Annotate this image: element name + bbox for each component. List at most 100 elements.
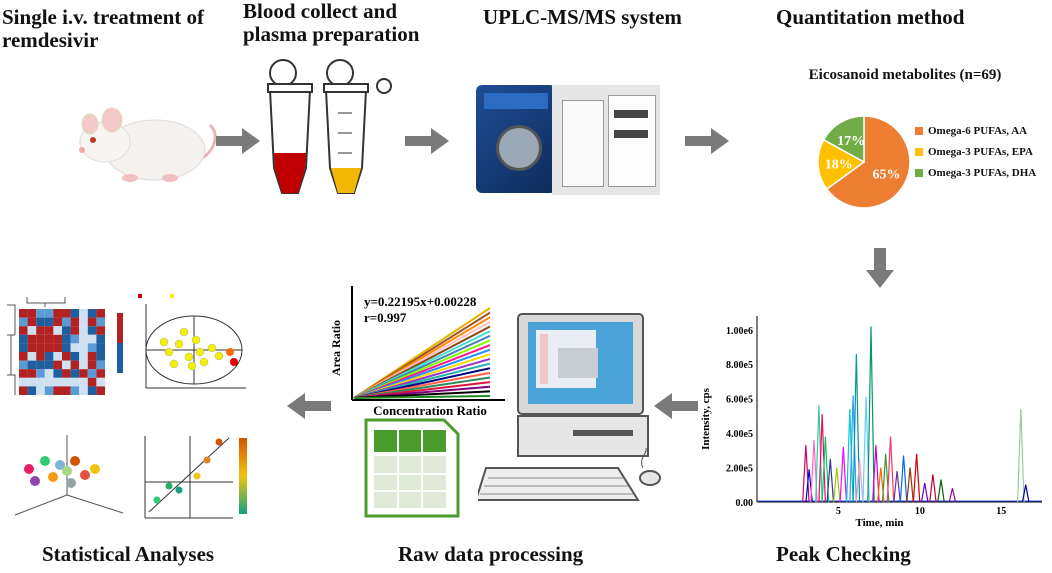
heatmap-cell: [27, 352, 37, 361]
heatmap-cell: [96, 309, 105, 318]
heatmap-cell: [53, 352, 62, 361]
heatmap-cell: [87, 326, 97, 335]
chromatogram-peak: [899, 455, 908, 503]
chromatogram-peak: [818, 414, 826, 503]
heatmap-cell: [27, 309, 37, 318]
heatmap-cell: [70, 309, 80, 318]
heatmap-cell: [79, 309, 88, 318]
heatmap-cell: [19, 343, 28, 352]
heatmap-cell: [87, 343, 97, 352]
heatmap-cell: [62, 343, 71, 352]
heatmap-cell: [96, 352, 105, 361]
chromatogram-peak: [826, 458, 835, 503]
arrow-down-icon: [866, 248, 894, 288]
chromatogram-peak: [855, 458, 864, 503]
heatmap-cell: [36, 343, 45, 352]
pie-label-0: 65%: [873, 167, 901, 182]
heatmap-cell: [19, 334, 28, 344]
heatmap-cell: [53, 386, 62, 395]
heatmap-cell: [62, 360, 71, 370]
heatmap-cell: [96, 317, 105, 327]
heatmap-cell: [70, 386, 80, 395]
step-title-stats: Statistical Analyses: [42, 542, 215, 566]
heatmap-cell: [27, 326, 37, 335]
step-title-raw: Raw data processing: [398, 542, 584, 566]
heatmap-cell: [19, 352, 28, 361]
heatmap-cell: [87, 386, 97, 395]
heatmap-cell: [19, 317, 28, 327]
legend-swatch: [915, 169, 923, 177]
heatmap-cell: [19, 377, 28, 387]
arrow-right-icon: [685, 128, 729, 154]
chromatogram-peak: [920, 482, 929, 503]
pie-slice-0: [825, 115, 911, 209]
chromatogram-peak: [846, 408, 854, 503]
arrow-right-icon: [216, 128, 260, 154]
chromatogram-peak: [886, 436, 895, 503]
heatmap-cell: [70, 317, 80, 327]
y-tick-label: 2.00e5: [726, 464, 753, 475]
heatmap-cell: [87, 309, 97, 318]
heatmap-cell: [44, 334, 54, 344]
heatmap-cell: [62, 377, 71, 387]
legend-label: Omega-3 PUFAs, EPA: [928, 146, 1033, 158]
chromatogram-peak: [852, 353, 861, 503]
heatmap-cell: [87, 352, 97, 361]
chromatogram-peak: [937, 479, 945, 503]
spreadsheet-icon: [364, 418, 460, 518]
chromatogram-peak: [912, 453, 921, 503]
pca-score-plot-thumbnail: [138, 294, 246, 389]
mouse-illustration: [79, 107, 217, 182]
heatmap-cell: [87, 369, 97, 378]
heatmap-cell: [53, 334, 62, 344]
heatmap-cell: [53, 317, 62, 327]
y-tick-label: 6.00e5: [726, 395, 753, 406]
y-tick-label: 0.00: [736, 498, 754, 509]
pie-slice-2: [822, 115, 865, 164]
heatmap-cell: [70, 369, 80, 378]
step-title-uplc: UPLC-MS/MS system: [483, 5, 682, 29]
heatmap-cell: [27, 343, 37, 352]
heatmap-cell: [19, 369, 28, 378]
heatmap-cell: [36, 326, 45, 335]
heatmap-cell: [44, 377, 54, 387]
3d-pca-thumbnail: [14, 435, 124, 516]
regression-plot-thumbnail: [144, 436, 247, 519]
x-tick-label: 15: [996, 506, 1006, 517]
mass-spectrometer-image: [476, 85, 556, 193]
chromatogram-peak: [849, 395, 857, 503]
heatmap-cell: [53, 326, 62, 335]
calibration-xlabel: Concentration Ratio: [373, 403, 487, 418]
heatmap-cell: [79, 360, 88, 370]
heatmap-cell: [79, 317, 88, 327]
pie-label-2: 17%: [837, 134, 865, 149]
heatmap-cell: [53, 377, 62, 387]
y-tick-label: 8.00e5: [726, 360, 753, 371]
heatmap-cell: [27, 360, 37, 370]
y-tick-label: 1.00e6: [726, 326, 753, 337]
heatmap-cell: [27, 377, 37, 387]
heatmap-cell: [44, 343, 54, 352]
heatmap-cell: [53, 369, 62, 378]
chromatogram-peak: [893, 470, 901, 503]
tubes-illustration: [267, 59, 392, 194]
heatmap-cell: [79, 334, 88, 344]
x-axis-label: Time, min: [855, 517, 903, 529]
heatmap-cell: [79, 352, 88, 361]
heatmap-cell: [87, 334, 97, 344]
heatmap-cell: [62, 326, 71, 335]
chromatogram-peak: [948, 488, 957, 503]
heatmap-cell: [96, 377, 105, 387]
chromatogram-peak: [821, 436, 830, 503]
heatmap-cell: [79, 369, 88, 378]
heatmap-cell: [36, 334, 45, 344]
chromatogram-peak: [833, 467, 841, 503]
arrow-left-icon: [654, 393, 698, 419]
legend-swatch: [915, 127, 923, 135]
step-title-blood: Blood collect and plasma preparation: [243, 0, 420, 46]
heatmap-cell: [44, 369, 54, 378]
heatmap-cell: [96, 386, 105, 395]
heatmap-cell: [62, 386, 71, 395]
heatmap-cell: [87, 317, 97, 327]
heatmap-cell: [70, 334, 80, 344]
